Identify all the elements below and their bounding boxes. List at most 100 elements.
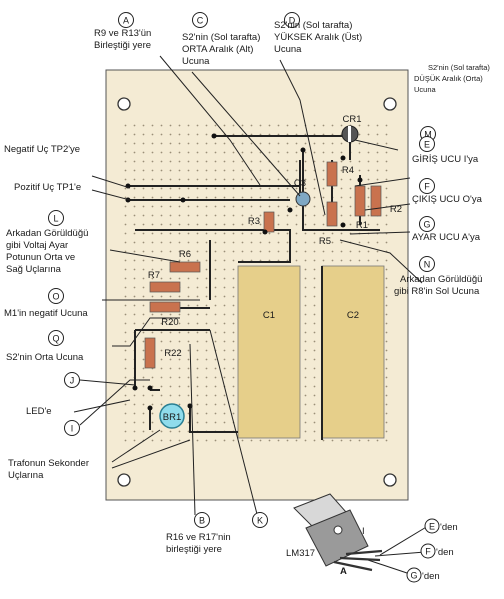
resistor-r5: R5 [319, 236, 331, 247]
label-negative: Negatif Uç TP2'ye [4, 144, 80, 155]
label-led: LED'e [26, 406, 52, 417]
marker-n: N [419, 256, 435, 272]
svg-text:C: C [197, 16, 204, 26]
label-d: S2'nin (Sol tarafta) YÜKSEK Aralık (Üst)… [274, 20, 362, 55]
marker-k: K [252, 512, 268, 528]
svg-text:YÜKSEK Aralık (Üst): YÜKSEK Aralık (Üst) [274, 32, 362, 43]
resistor-r-middle [326, 201, 338, 227]
svg-text:Potunun Orta ve: Potunun Orta ve [6, 252, 75, 263]
marker-q: Q [48, 330, 64, 346]
svg-text:F: F [425, 547, 431, 557]
resistor-r2: R2 [370, 185, 402, 217]
svg-text:Birleştiği yere: Birleştiği yere [94, 40, 151, 51]
svg-text:I: I [362, 526, 365, 537]
svg-text:R5: R5 [319, 236, 331, 247]
label-e-den: 'den [440, 522, 458, 533]
svg-text:J: J [70, 376, 75, 386]
leader-lines [73, 55, 429, 575]
svg-text:Q: Q [52, 334, 59, 344]
label-o: M1'in negatif Ucuna [4, 308, 88, 319]
label-c: S2'nin (Sol tarafta) ORTA Aralık (Alt) U… [182, 32, 260, 67]
marker-g: G [419, 216, 435, 232]
resistor-r3: R3 [248, 211, 275, 233]
marker-e: E [419, 136, 435, 152]
svg-text:R20: R20 [161, 317, 178, 328]
mounting-hole-top-left [117, 97, 131, 111]
label-q: S2'nin Orta Ucuna [6, 352, 84, 363]
label-n: Arkadan Görüldüğü gibi R8'in Sol Ucuna [394, 274, 482, 297]
mounting-hole-bottom-right [383, 473, 397, 487]
svg-text:Uçlarına: Uçlarına [8, 470, 44, 481]
marker-e-small: E [424, 518, 440, 534]
bridge-br1: BR1 [159, 403, 185, 429]
resistor-r1: R1 [354, 185, 368, 231]
svg-text:Arkadan Görüldüğü: Arkadan Görüldüğü [400, 274, 482, 285]
svg-text:CR1: CR1 [342, 114, 361, 125]
mounting-hole-bottom-left [117, 473, 131, 487]
svg-text:R6: R6 [179, 249, 191, 260]
svg-text:A: A [123, 16, 129, 26]
resistor-r7: R7 [148, 270, 181, 293]
svg-text:G: G [423, 220, 430, 230]
svg-text:S2'nin (Sol tarafta): S2'nin (Sol tarafta) [428, 63, 490, 72]
label-trafo: Trafonun Sekonder Uçlarına [8, 458, 89, 481]
lm317-regulator: LM317 I A [286, 493, 383, 577]
svg-text:Ucuna: Ucuna [182, 56, 210, 67]
svg-text:R9 ve R13'ün: R9 ve R13'ün [94, 28, 151, 39]
svg-text:A: A [340, 566, 347, 577]
svg-text:C3: C3 [294, 178, 306, 189]
capacitor-c1: C1 [237, 265, 301, 439]
marker-l: L [48, 210, 64, 226]
svg-text:DÜŞÜK Aralık (Orta): DÜŞÜK Aralık (Orta) [414, 74, 483, 83]
svg-text:N: N [424, 260, 431, 270]
label-g: AYAR UCU A'ya [412, 232, 481, 243]
solder-points [125, 133, 363, 411]
svg-text:birleştiği yere: birleştiği yere [166, 544, 222, 555]
svg-text:R16 ve R17'nin: R16 ve R17'nin [166, 532, 231, 543]
marker-a: A [118, 12, 134, 28]
capacitor-c2: C2 [321, 265, 385, 439]
label-b: R16 ve R17'nin birleştiği yere [166, 532, 231, 555]
svg-text:R22: R22 [164, 348, 181, 359]
component-cr1: CR1 [341, 114, 362, 143]
svg-text:G: G [410, 571, 417, 581]
label-l: Arkadan Görüldüğü gibi Voltaj Ayar Potun… [6, 228, 88, 275]
label-m: S2'nin (Sol tarafta) DÜŞÜK Aralık (Orta)… [414, 63, 490, 94]
svg-text:E: E [424, 140, 430, 150]
marker-b: B [194, 512, 210, 528]
label-g-den: 'den [422, 571, 440, 582]
svg-text:R7: R7 [148, 270, 160, 281]
marker-o: O [48, 288, 64, 304]
svg-text:R2: R2 [390, 204, 402, 215]
svg-text:R1: R1 [356, 220, 368, 231]
svg-text:Ucuna: Ucuna [414, 85, 437, 94]
marker-i: I [64, 420, 80, 436]
marker-j: J [64, 372, 80, 388]
svg-text:R3: R3 [248, 216, 260, 227]
svg-text:LM317: LM317 [286, 548, 315, 559]
label-f: ÇIKIŞ UCU O'ya [412, 194, 483, 205]
marker-f-small: F [420, 543, 436, 559]
svg-text:D: D [289, 16, 296, 26]
svg-text:B: B [199, 516, 205, 526]
svg-text:E: E [429, 522, 435, 532]
label-positive: Pozitif Uç TP1'e [14, 182, 81, 193]
svg-text:Sağ Uçlarına: Sağ Uçlarına [6, 264, 62, 275]
svg-text:R4: R4 [342, 165, 354, 176]
svg-text:I: I [71, 424, 74, 434]
svg-text:BR1: BR1 [163, 412, 181, 423]
svg-text:S2'nin (Sol tarafta): S2'nin (Sol tarafta) [182, 32, 260, 43]
svg-text:gibi Voltaj Ayar: gibi Voltaj Ayar [6, 240, 68, 251]
label-a: R9 ve R13'ün Birleştiği yere [94, 28, 151, 51]
resistor-r6: R6 [169, 249, 201, 273]
resistor-r20: R20 [149, 301, 181, 328]
svg-text:C1: C1 [263, 310, 275, 321]
svg-text:Arkadan Görüldüğü: Arkadan Görüldüğü [6, 228, 88, 239]
svg-text:L: L [53, 214, 58, 224]
svg-text:ORTA Aralık (Alt): ORTA Aralık (Alt) [182, 44, 253, 55]
marker-d: D [284, 12, 300, 28]
resistor-r4: R4 [326, 161, 354, 187]
svg-text:Trafonun Sekonder: Trafonun Sekonder [8, 458, 89, 469]
svg-text:F: F [424, 182, 430, 192]
